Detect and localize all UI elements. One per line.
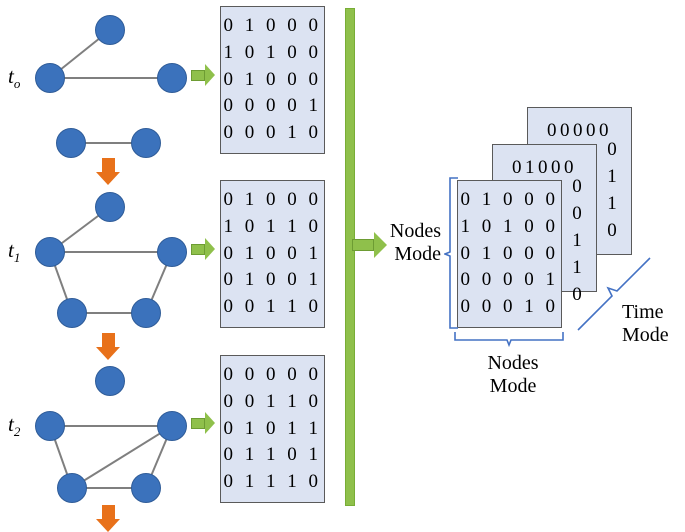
timestep-label-sub: 1 [13,250,21,266]
graph-t0 [0,0,220,532]
arrow-head [205,64,215,86]
tensor-front-row: 0 1 0 0 0 [460,242,559,264]
timestep-label-base: t [8,238,14,262]
arrow-shaft [102,158,115,172]
arrow-head [205,412,215,434]
matrix-t2-row: 0 1 0 1 1 [223,417,322,439]
label-line-2: Mode [489,375,537,397]
graph-edge [50,251,172,253]
timestep-label-base: t [8,412,14,436]
tensor-back-edge-column: 0 1 1 0 [601,137,623,245]
adjacency-matrix-t1: 0 1 0 0 0 1 0 1 1 0 0 1 0 0 1 0 1 0 0 1 0 0 … [220,180,325,328]
label-line-2: Mode [394,243,441,265]
graph-node [131,128,161,158]
graph-node [131,298,161,328]
arrow-head [96,172,120,185]
tensor-middle-col-cell: 0 [572,283,582,305]
label-line-1: Nodes [389,220,441,242]
matrix-t2-row: 0 1 1 0 1 [223,444,322,466]
label-line-1: Time [622,301,664,323]
tensor-middle-top-row: 01000 [512,157,577,178]
graph-node [131,473,161,503]
matrix-t0-row: 1 0 1 0 0 [223,41,322,63]
graph-node [95,366,125,396]
label-line-1: Nodes [487,352,539,374]
graph-node [157,63,187,93]
adjacency-matrix-t2: 0 0 0 0 0 0 0 1 1 0 0 1 0 1 1 0 1 1 0 1 0 1 … [220,355,325,503]
graph-node [56,128,86,158]
matrix-t2-row: 0 1 1 1 0 [223,471,322,493]
graph-node [57,473,87,503]
bracket-nodes-mode-rows [444,177,458,329]
matrix-t0-row: 0 1 0 0 0 [223,68,322,90]
matrix-t0-row: 0 0 0 1 0 [223,122,322,144]
tensor-back-col-cell: 1 [607,192,617,214]
matrix-t0-row: 0 1 0 0 0 [223,14,322,36]
tensor-back-col-cell: 0 [607,219,617,241]
label-nodes-mode-rows: Nodes Mode [381,220,441,266]
arrow-shaft [191,243,205,255]
timestep-label-t2: t2 [8,412,21,440]
graph-node [35,63,65,93]
timestep-label-t1: t1 [8,238,21,266]
matrix-t1-row: 1 0 1 1 0 [223,215,322,237]
graph-node [35,237,65,267]
tensor-front-row: 1 0 1 0 0 [460,215,559,237]
tensor-back-col-cell: 0 [607,139,617,160]
graph-edge [72,312,146,314]
bracket-time-mode [577,257,651,331]
graph-node [95,192,125,222]
arrow-shaft [191,69,205,81]
tensor-front-row: 0 0 0 0 1 [460,269,559,291]
arrow-head [96,347,120,360]
graph-edge [50,425,172,427]
graph-node [157,237,187,267]
arrow-head [96,519,120,532]
tensor-middle-col-cell: 0 [572,202,582,224]
graph-edge [72,487,146,489]
matrix-t1-row: 0 0 1 1 0 [223,296,322,318]
matrix-t1-row: 0 1 0 0 1 [223,269,322,291]
arrow-shaft [102,333,115,347]
tensor-middle-col-cell: 1 [572,229,582,251]
bracket-nodes-mode-cols [454,332,564,348]
timestep-label-sub: 2 [13,424,21,440]
graph-edge [71,142,146,144]
matrix-t1-row: 0 1 0 0 1 [223,242,322,264]
tensor-middle-col-cell: 0 [572,176,582,197]
timestep-label-t0: to [8,64,21,92]
arrow-shaft [191,417,205,429]
graph-node [95,15,125,45]
graph-node [35,411,65,441]
graph-t1 [0,0,220,532]
arrow-shaft [102,505,115,519]
tensor-middle-col-cell: 1 [572,256,582,278]
label-nodes-mode-cols: Nodes Mode [458,352,568,398]
graph-node [157,411,187,441]
matrix-t2-row: 0 0 0 0 0 [223,363,322,385]
tensor-front-row: 0 0 0 1 0 [460,296,559,318]
tensor-middle-edge-column: 0 0 1 1 0 [566,174,588,309]
graph-node [57,298,87,328]
tensor-back-col-cell: 1 [607,165,617,187]
tensor-slice-front: 0 1 0 0 0 1 0 1 0 0 0 1 0 0 0 0 0 0 0 1 0 0 … [457,180,562,328]
tensor-front-row: 0 1 0 0 0 [460,188,559,210]
timestep-label-sub: o [13,76,21,92]
graph-edge [50,77,172,79]
matrix-t1-row: 0 1 0 0 0 [223,188,322,210]
tensor-back-top-row: 00000 [547,120,612,141]
arrow-head [205,238,215,260]
matrix-t2-row: 0 0 1 1 0 [223,390,322,412]
adjacency-matrix-t0: 0 1 0 0 0 1 0 1 0 0 0 1 0 0 0 0 0 0 0 1 0 0 … [220,6,325,154]
graph-t2 [0,0,220,532]
matrix-t0-row: 0 0 0 0 1 [223,95,322,117]
timestep-label-base: t [8,64,14,88]
arrow-head [374,232,387,258]
label-time-mode: Time Mode [622,301,669,347]
label-line-2: Mode [622,324,669,346]
arrow-shaft [352,239,374,251]
vertical-bar-green-icon [345,8,355,506]
